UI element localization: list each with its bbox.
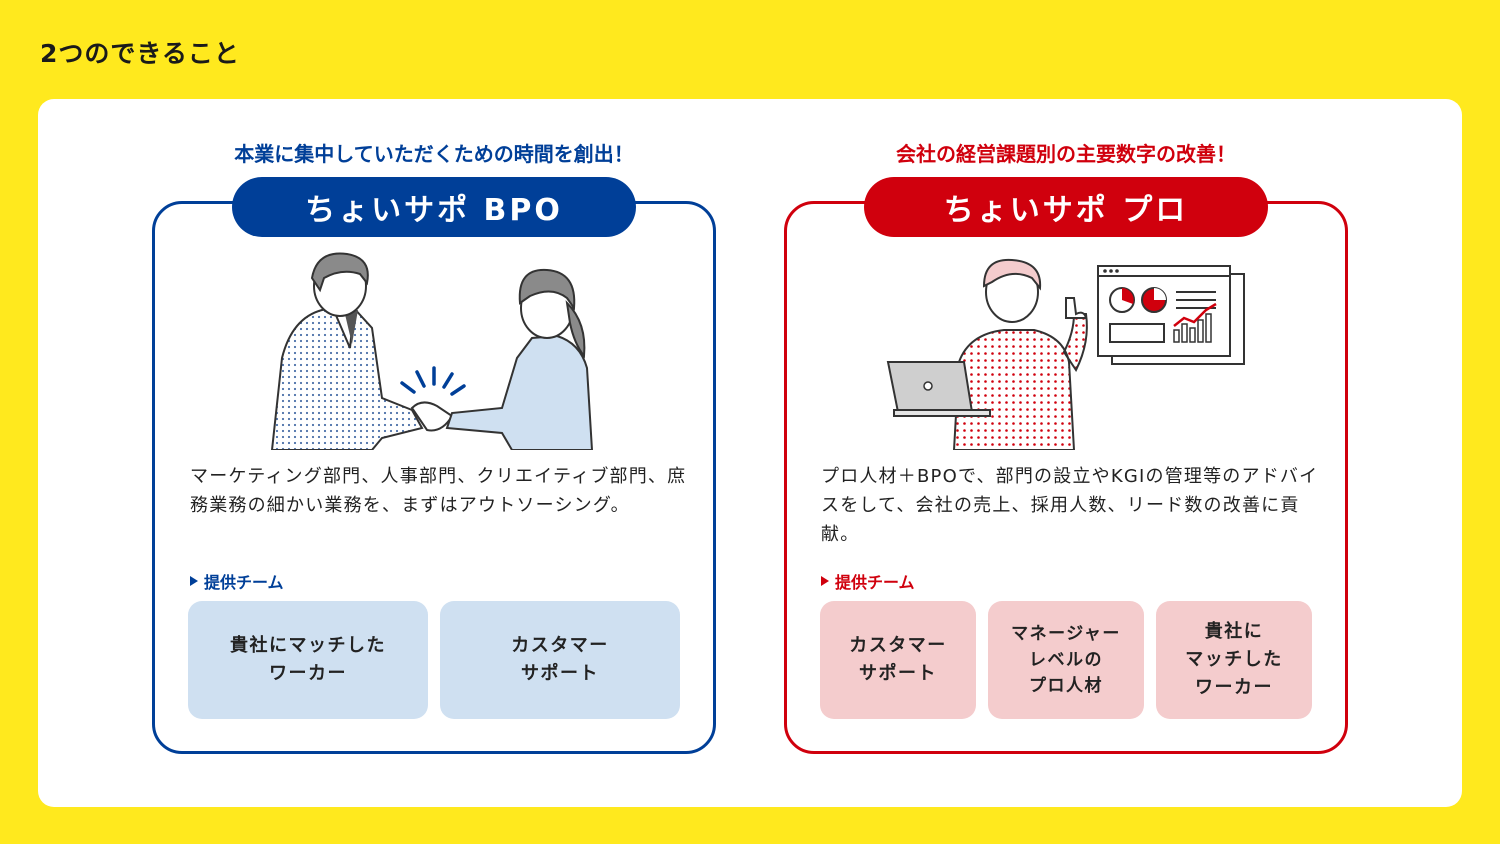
pro-team-label-text: 提供チーム [835, 573, 915, 592]
bpo-team-label: 提供チーム [190, 569, 284, 593]
bpo-description: マーケティング部門、人事部門、クリエイティブ部門、庶務業務の細かい業務を、まずは… [190, 466, 687, 516]
handshake-illustration [270, 252, 594, 450]
pro-team-card: カスタマー サポート [820, 601, 976, 719]
bpo-tagline: 本業に集中していただくための時間を創出！ [234, 142, 634, 166]
triangle-bullet-icon [190, 576, 198, 586]
consultant-illustration [886, 258, 1245, 450]
bpo-team-card: カスタマー サポート [440, 601, 680, 719]
bpo-team-label-text: 提供チーム [204, 573, 284, 592]
pro-team-card: マネージャー レベルの プロ人材 [988, 601, 1144, 719]
triangle-bullet-icon [821, 576, 829, 586]
pro-description: プロ人材＋BPOで、部門の設立やKGIの管理等のアドバイスをして、会社の売上、採… [821, 466, 1319, 545]
pro-team-label: 提供チーム [821, 569, 915, 593]
bpo-service-name: ちょいサポ BPO [232, 177, 636, 237]
page-title: 2つのできること [40, 39, 240, 68]
pro-service-name: ちょいサポ プロ [864, 177, 1268, 237]
pro-team-card: 貴社に マッチした ワーカー [1156, 601, 1312, 719]
pro-tagline: 会社の経営課題別の主要数字の改善！ [896, 142, 1236, 166]
bpo-team-card: 貴社にマッチした ワーカー [188, 601, 428, 719]
